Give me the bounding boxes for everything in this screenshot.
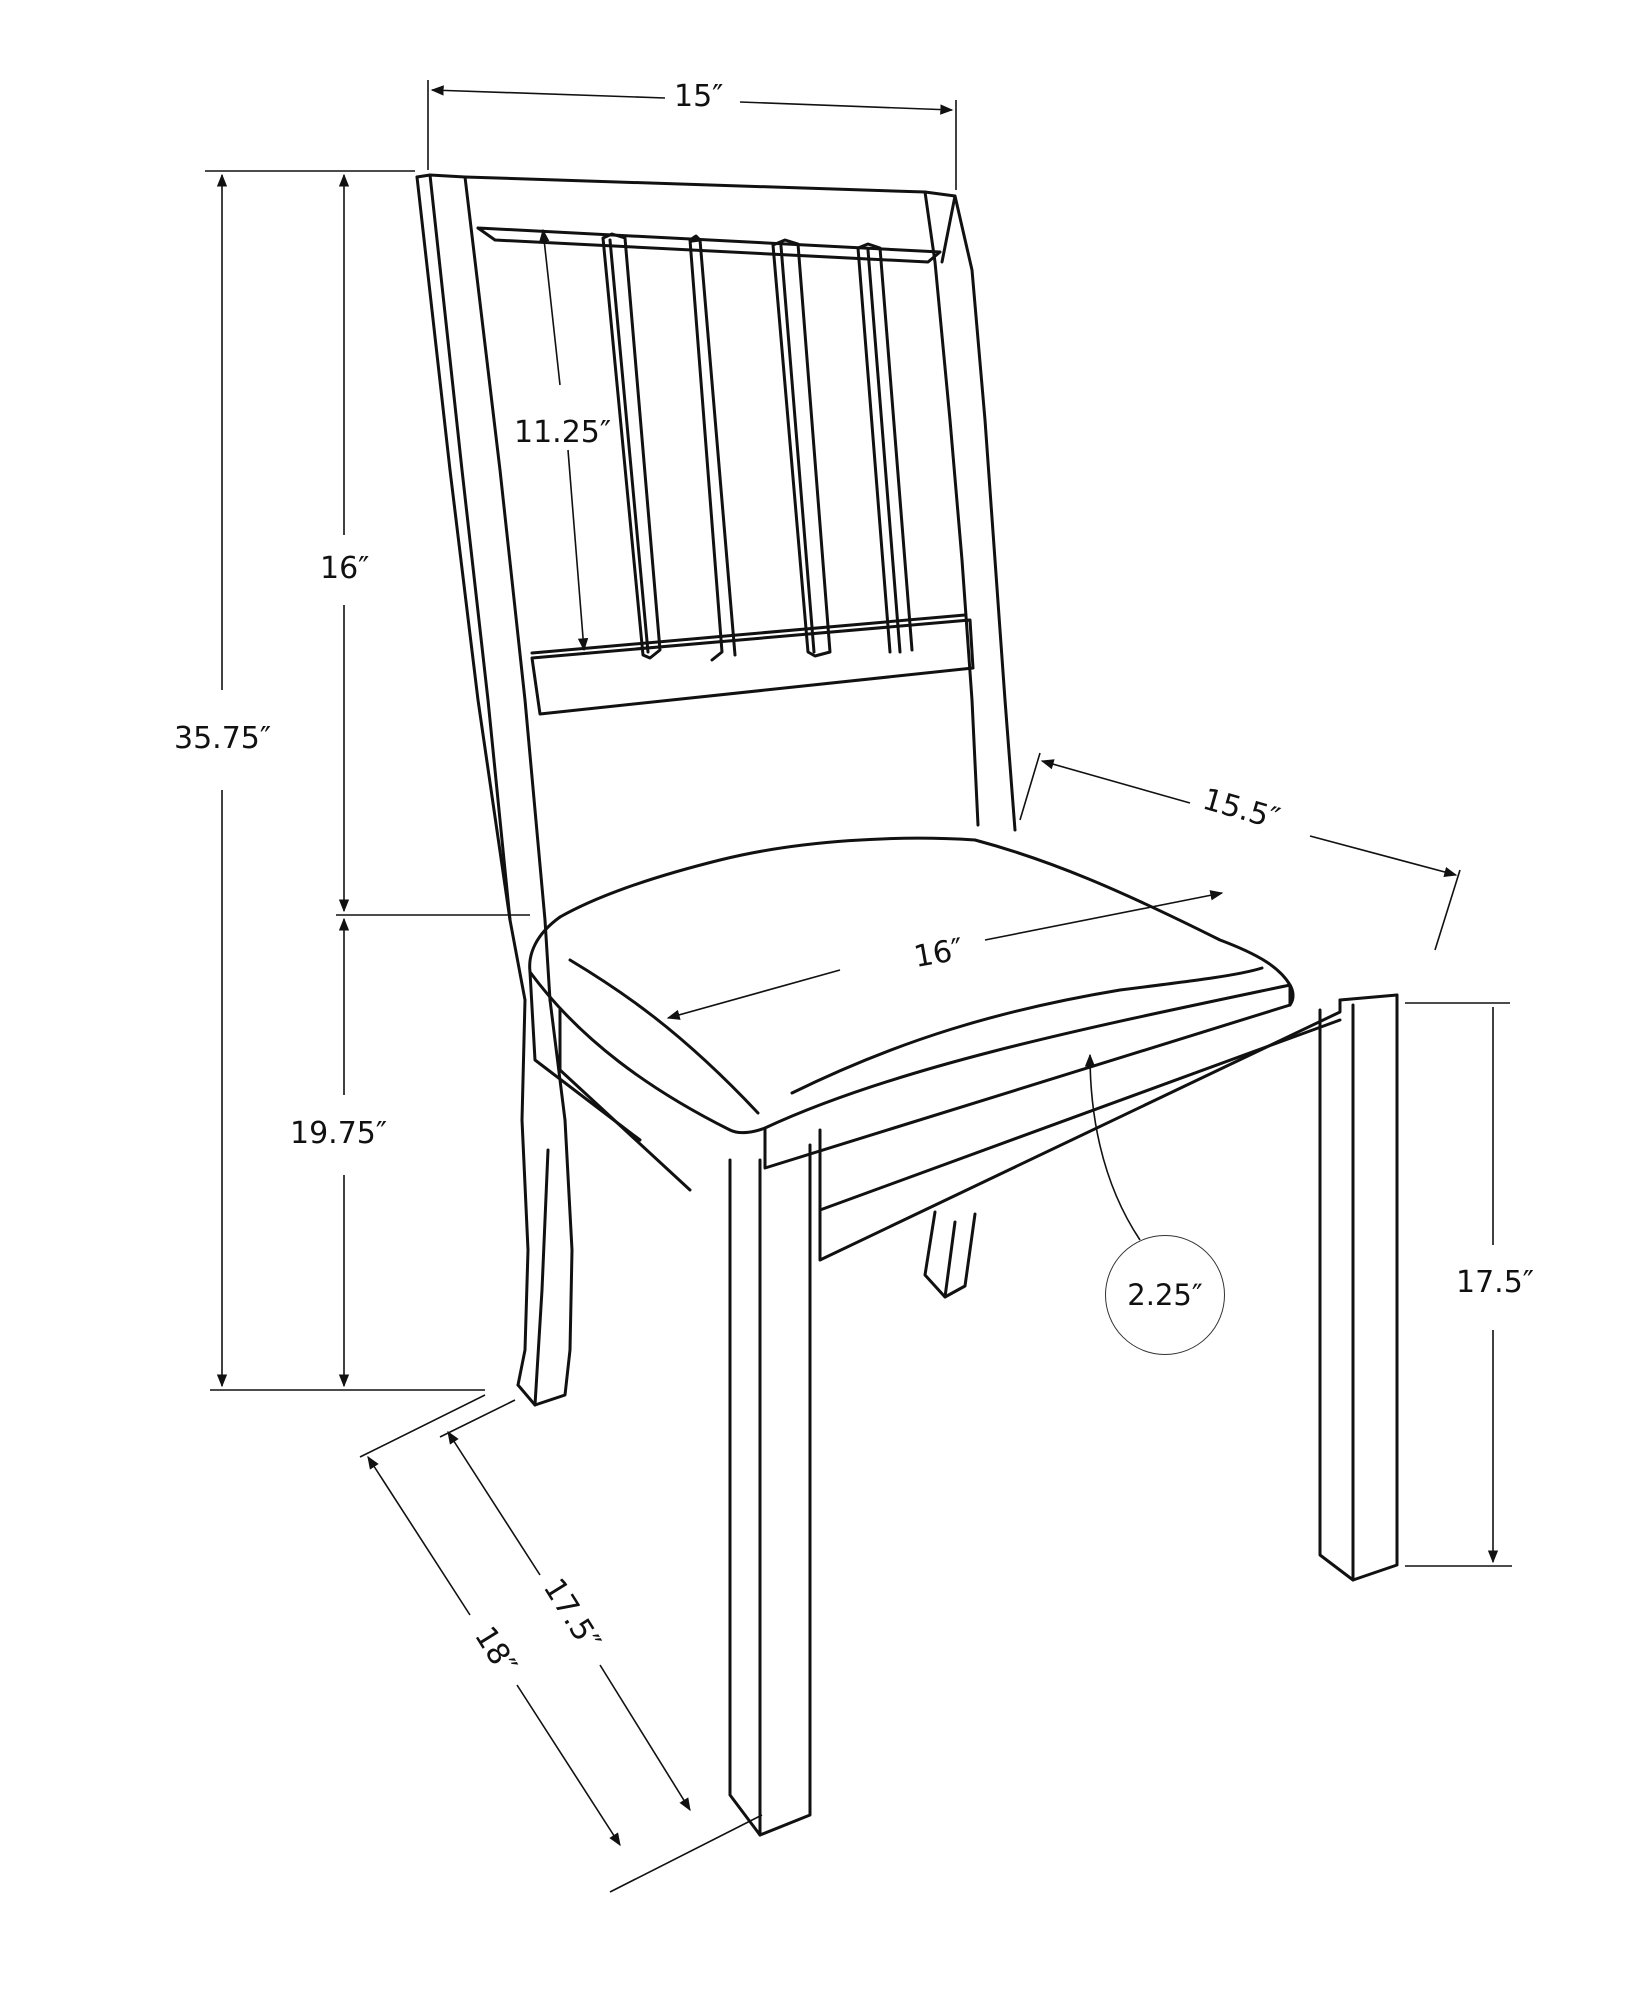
- dimension-lines: [205, 80, 1512, 1893]
- chair-outline: [415, 173, 1399, 1837]
- dim-label-seat-height-front: 17.5″: [1450, 1268, 1541, 1298]
- dim-label-back-width: 15″: [668, 82, 730, 112]
- dim-label-seat-thickness: 2.25″: [1127, 1278, 1203, 1312]
- dim-label-slat-height: 11.25″: [514, 415, 612, 450]
- dim-label-back-height: 16″: [314, 554, 376, 584]
- dim-label-seat-height-back: 19.75″: [284, 1119, 394, 1149]
- dim-label-overall-height: 35.75″: [168, 724, 278, 754]
- seat-thickness-callout: 2.25″: [1105, 1235, 1225, 1355]
